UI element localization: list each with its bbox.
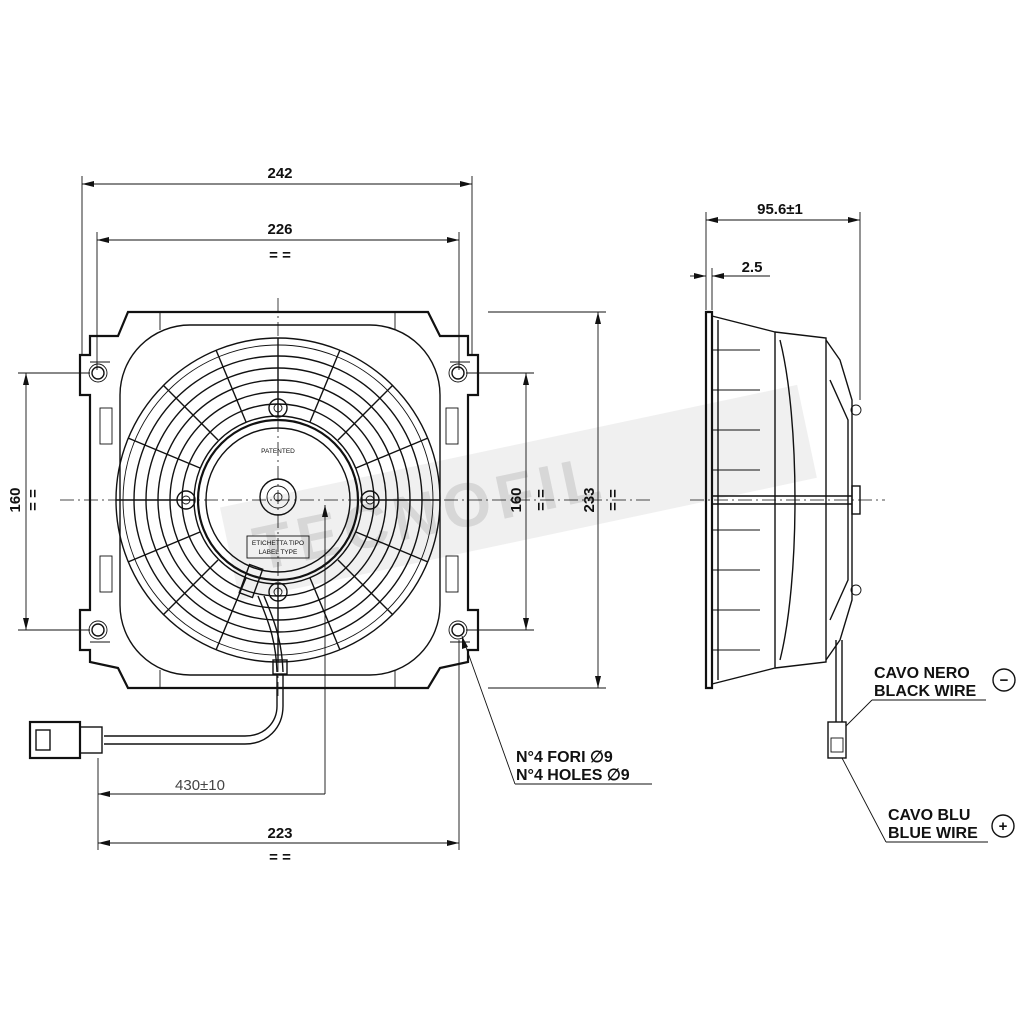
- dim-overall-height: 233: [581, 487, 598, 512]
- side-flange: [704, 310, 714, 690]
- dim-center-span: 160: [508, 487, 525, 512]
- mounting-tabs: [90, 312, 470, 688]
- side-dimensions: 95.6±1 2.5: [690, 201, 861, 400]
- wire-harness: [28, 563, 288, 760]
- side-view: [690, 310, 885, 759]
- dim-mount-width: 226: [267, 221, 292, 238]
- dim-bottom-width-sym: = =: [269, 849, 291, 866]
- mounting-holes: [88, 363, 468, 640]
- wire-callouts: CAVO NERO BLACK WIRE − CAVO BLU BLUE WIR…: [841, 665, 1016, 843]
- dim-hole-span-vertical-sym: = =: [25, 489, 42, 511]
- dim-bottom-width: 223: [267, 825, 292, 842]
- dim-overall-height-sym: = =: [605, 489, 622, 511]
- front-dimensions: 242 226 = = 160 = = 160 = = 233 = =: [7, 165, 652, 866]
- side-ribs: [712, 349, 760, 651]
- shroud-outline: [78, 310, 480, 690]
- black-wire-polarity: −: [1000, 672, 1009, 689]
- front-view: PATENTED ETICHETTA TIPO LABEL TYPE: [28, 298, 650, 760]
- dim-overall-width: 242: [267, 165, 292, 182]
- dim-hole-span-vertical: 160: [7, 487, 24, 512]
- dim-flange-thickness: 2.5: [742, 259, 763, 276]
- blue-wire-label-en: BLUE WIRE: [888, 825, 978, 842]
- black-wire-label-it: CAVO NERO: [874, 665, 970, 682]
- negative-polarity-symbol: [992, 668, 1016, 692]
- label-type-en: LABEL TYPE: [259, 549, 298, 556]
- dim-cable-length: 430±10: [175, 777, 225, 794]
- dim-side-depth: 95.6±1: [757, 201, 803, 218]
- holes-note-en: N°4 HOLES ∅9: [516, 767, 630, 784]
- positive-polarity-symbol: [991, 814, 1015, 838]
- side-connector: [827, 721, 847, 759]
- holes-note-it: N°4 FORI ∅9: [516, 749, 613, 766]
- dim-mount-width-sym: = =: [269, 247, 291, 264]
- blue-wire-polarity: +: [999, 818, 1008, 835]
- connector: [28, 720, 82, 760]
- blue-wire-label-it: CAVO BLU: [888, 807, 970, 824]
- dim-center-span-sym: = =: [533, 489, 550, 511]
- black-wire-label-en: BLACK WIRE: [874, 683, 977, 700]
